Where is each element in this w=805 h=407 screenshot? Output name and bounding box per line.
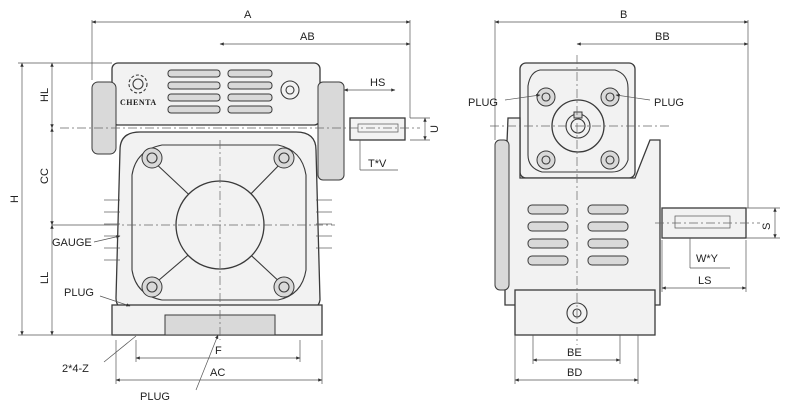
front-cover-outline bbox=[131, 144, 307, 301]
brand-name: CHENTA bbox=[120, 98, 157, 107]
front-input-shaft bbox=[349, 117, 406, 141]
side-vents bbox=[527, 204, 629, 266]
dim-label-ac: AC bbox=[210, 367, 225, 379]
dim-label-ab: AB bbox=[300, 31, 315, 43]
dim-label-ll: LL bbox=[39, 272, 51, 284]
front-dimensions: A AB HS U T*V H HL CC LL GAUGE PLUG bbox=[9, 9, 441, 403]
side-view bbox=[490, 55, 760, 345]
dim-label-tv: T*V bbox=[368, 158, 387, 170]
front-top-vents bbox=[167, 69, 273, 114]
front-view: CHENTA bbox=[60, 62, 420, 340]
dim-label-ls: LS bbox=[698, 275, 711, 287]
dim-label-h: H bbox=[9, 195, 21, 203]
front-right-flange bbox=[317, 81, 345, 181]
dim-label-hs: HS bbox=[370, 77, 385, 89]
label-gauge: GAUGE bbox=[52, 237, 92, 249]
dim-label-hl: HL bbox=[39, 88, 51, 102]
side-left-lip bbox=[494, 139, 510, 291]
dim-label-bd: BD bbox=[567, 367, 582, 379]
side-base bbox=[514, 289, 656, 336]
label-plug-front-bottom: PLUG bbox=[140, 391, 170, 403]
dim-label-s: S bbox=[761, 223, 773, 230]
label-plug-front-left: PLUG bbox=[64, 287, 94, 299]
dim-label-be: BE bbox=[567, 347, 582, 359]
dim-label-bb: BB bbox=[655, 31, 670, 43]
front-left-flange bbox=[91, 81, 117, 155]
front-corner-bolts bbox=[141, 147, 295, 298]
dim-label-f: F bbox=[215, 345, 222, 357]
side-corner-bolts bbox=[536, 87, 620, 170]
dim-label-z: 2*4-Z bbox=[62, 363, 89, 375]
dim-label-wy: W*Y bbox=[696, 253, 719, 265]
side-dimensions: B BB PLUG PLUG S W*Y LS BE BD bbox=[468, 9, 780, 384]
label-plug-side-right: PLUG bbox=[654, 97, 684, 109]
dim-label-b: B bbox=[620, 9, 627, 21]
dim-label-cc: CC bbox=[39, 168, 51, 184]
dim-label-u: U bbox=[429, 125, 441, 133]
front-cooling-fins-right bbox=[316, 199, 332, 249]
label-plug-side-left: PLUG bbox=[468, 97, 498, 109]
front-cooling-fins-left bbox=[104, 199, 120, 261]
brand-logo: CHENTA bbox=[120, 74, 157, 107]
front-top-plug bbox=[280, 80, 300, 100]
dim-label-a: A bbox=[244, 9, 252, 21]
